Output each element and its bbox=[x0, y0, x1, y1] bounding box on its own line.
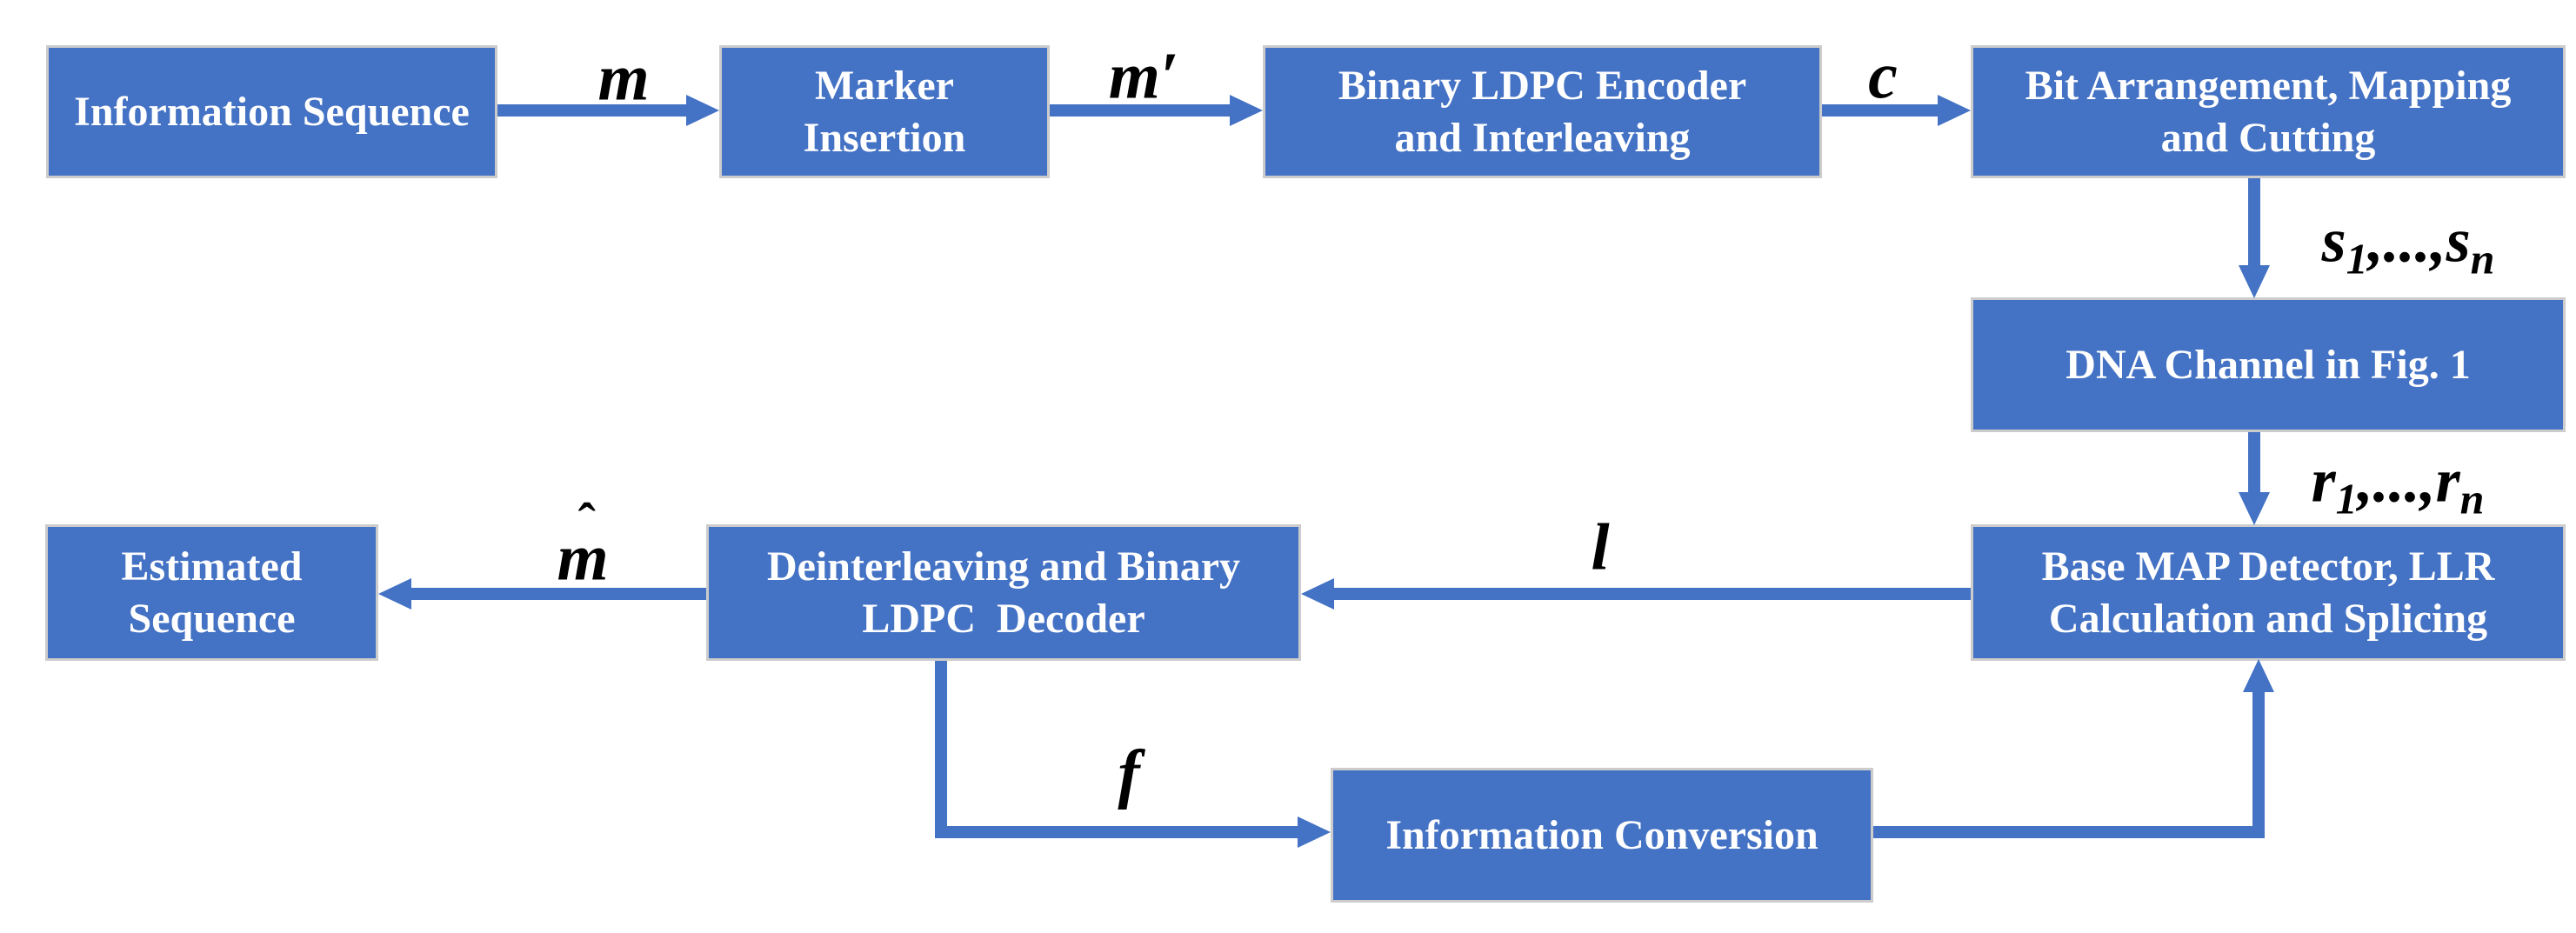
box-deinterleaving-decoder-line2: LDPC Decoder bbox=[862, 595, 1145, 642]
label-m: m bbox=[597, 41, 650, 115]
box-bit-arrangement-line2: and Cutting bbox=[2160, 114, 2376, 161]
arrow-f-head-icon bbox=[1298, 816, 1331, 848]
arrow-m-head-icon bbox=[686, 95, 719, 126]
box-bit-arrangement-line1: Bit Arrangement, Mapping bbox=[2025, 62, 2512, 109]
box-estimated-sequence-line1: Estimated bbox=[121, 543, 303, 590]
arrow-c-head-icon bbox=[1938, 95, 1971, 126]
arrow-m-shaft bbox=[497, 104, 690, 117]
arrow-f-vertical-shaft bbox=[935, 661, 947, 838]
box-deinterleaving-decoder: Deinterleaving and Binary LDPC Decoder bbox=[706, 524, 1301, 661]
arrow-feedback-horizontal-shaft bbox=[1873, 826, 2265, 838]
label-r-last-subscript: n bbox=[2459, 474, 2485, 523]
box-dna-channel: DNA Channel in Fig. 1 bbox=[1971, 297, 2566, 432]
box-information-sequence-label: Information Sequence bbox=[74, 88, 470, 135]
box-bit-arrangement: Bit Arrangement, Mapping and Cutting bbox=[1971, 45, 2566, 178]
arrow-m-hat-head-icon bbox=[378, 578, 411, 610]
box-dna-channel-label: DNA Channel in Fig. 1 bbox=[2065, 341, 2471, 388]
box-marker-insertion: Marker Insertion bbox=[719, 45, 1050, 178]
box-base-map-detector: Base MAP Detector, LLR Calculation and S… bbox=[1971, 524, 2566, 661]
label-m-hat-accent: ˆ bbox=[577, 493, 596, 552]
arrow-r-shaft bbox=[2248, 432, 2260, 495]
label-l: l bbox=[1591, 510, 1610, 584]
label-r-first-subscript: 1 bbox=[2335, 474, 2358, 523]
label-r-last: r bbox=[2435, 445, 2460, 516]
arrow-c-shaft bbox=[1822, 104, 1941, 117]
label-m-hat-base: m bbox=[557, 521, 609, 595]
label-s-sequence: s1,...,sn bbox=[2322, 205, 2495, 284]
label-s-last: s bbox=[2446, 205, 2471, 276]
arrow-l-head-icon bbox=[1301, 578, 1334, 610]
label-r-sequence: r1,...,rn bbox=[2312, 445, 2485, 524]
box-binary-ldpc-encoder-line1: Binary LDPC Encoder bbox=[1338, 62, 1747, 109]
arrow-m-prime-head-icon bbox=[1230, 95, 1263, 126]
box-estimated-sequence-line2: Sequence bbox=[128, 595, 296, 642]
box-information-conversion: Information Conversion bbox=[1331, 768, 1873, 903]
box-marker-insertion-line1: Marker bbox=[815, 62, 954, 109]
arrow-r-head-icon bbox=[2239, 492, 2270, 525]
box-marker-insertion-line2: Insertion bbox=[803, 114, 966, 161]
box-base-map-detector-line1: Base MAP Detector, LLR bbox=[2041, 543, 2495, 590]
box-binary-ldpc-encoder: Binary LDPC Encoder and Interleaving bbox=[1263, 45, 1822, 178]
arrow-feedback-head-icon bbox=[2243, 659, 2274, 692]
box-binary-ldpc-encoder-line2: and Interleaving bbox=[1394, 114, 1691, 161]
box-information-sequence: Information Sequence bbox=[46, 45, 497, 178]
arrow-m-hat-shaft bbox=[410, 588, 706, 600]
label-s-separator: ,..., bbox=[2367, 205, 2446, 276]
arrow-m-prime-shaft bbox=[1050, 104, 1233, 117]
arrow-feedback-vertical-shaft bbox=[2252, 690, 2265, 838]
arrow-s-head-icon bbox=[2239, 265, 2270, 298]
label-f: f bbox=[1118, 736, 1140, 810]
box-base-map-detector-line2: Calculation and Splicing bbox=[2048, 595, 2488, 642]
label-s-first: s bbox=[2321, 205, 2346, 276]
label-s-last-subscript: n bbox=[2470, 234, 2495, 283]
box-estimated-sequence: Estimated Sequence bbox=[45, 524, 378, 661]
label-m-prime: m′ bbox=[1108, 39, 1179, 113]
arrow-s-shaft bbox=[2248, 178, 2260, 267]
arrow-f-horizontal-shaft bbox=[935, 826, 1299, 838]
box-deinterleaving-decoder-line1: Deinterleaving and Binary bbox=[766, 543, 1240, 590]
label-r-separator: ,..., bbox=[2357, 445, 2436, 516]
label-r-first: r bbox=[2311, 445, 2336, 516]
box-information-conversion-label: Information Conversion bbox=[1385, 811, 1819, 858]
label-s-first-subscript: 1 bbox=[2346, 234, 2368, 283]
label-c: c bbox=[1868, 39, 1898, 113]
arrow-l-shaft bbox=[1332, 588, 1971, 600]
